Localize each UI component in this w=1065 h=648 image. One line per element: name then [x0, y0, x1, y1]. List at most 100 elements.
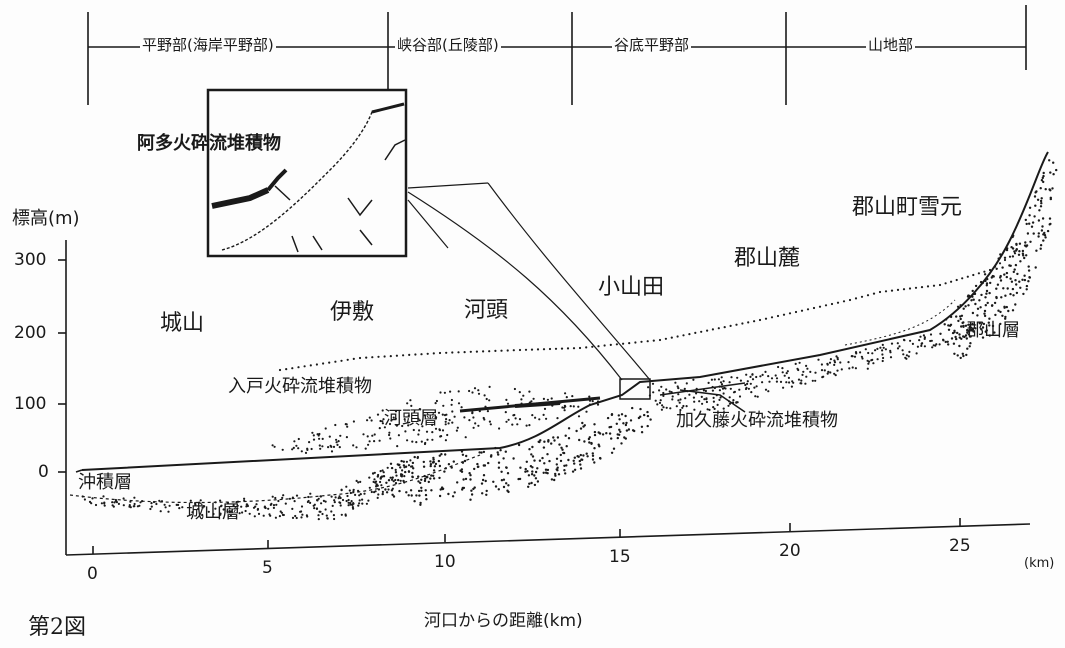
- stipple-dot: [969, 342, 972, 345]
- stipple-dot: [485, 493, 488, 496]
- profile-dot: [482, 350, 485, 353]
- stipple-dot: [440, 453, 443, 456]
- stipple-dot: [578, 459, 581, 463]
- stipple-dot: [1031, 221, 1035, 224]
- stipple-dot: [94, 503, 98, 507]
- stipple-dot: [483, 394, 486, 397]
- stipple-dot: [991, 324, 995, 328]
- stipple-dot: [383, 426, 386, 429]
- stipple-dot: [425, 430, 429, 433]
- stipple-dot: [881, 349, 884, 352]
- stipple-dot: [1052, 161, 1055, 164]
- profile-dot: [998, 262, 1002, 265]
- profile-dot: [961, 277, 964, 280]
- profile-dot: [972, 273, 975, 277]
- stipple-dot: [468, 419, 471, 422]
- stipple-dot: [530, 453, 533, 456]
- stipple-dot: [782, 386, 785, 389]
- layer-alluvium: 沖積層: [78, 472, 132, 493]
- stipple-dot: [149, 507, 152, 511]
- stipple-dot: [902, 338, 906, 341]
- stipple-dot: [132, 505, 135, 508]
- stipple-dot: [692, 396, 696, 399]
- stipple-dot: [273, 445, 276, 448]
- stipple-dot: [236, 507, 239, 510]
- stipple-dot: [450, 403, 453, 406]
- stipple-dot: [463, 416, 466, 419]
- stipple-dot: [293, 440, 296, 443]
- stipple-dot: [710, 378, 714, 381]
- stipple-dot: [759, 375, 762, 378]
- stipple-dot: [881, 353, 884, 356]
- stipple-dot: [999, 322, 1002, 326]
- stipple-dot: [1023, 278, 1027, 282]
- stipple-dot: [453, 491, 456, 494]
- stipple-dot: [820, 363, 824, 366]
- stipple-dot: [916, 345, 920, 348]
- profile-dot: [438, 351, 442, 355]
- stipple-dot: [281, 513, 284, 517]
- stipple-dot: [681, 406, 684, 409]
- stipple-dot: [435, 399, 438, 403]
- stipple-dot: [1027, 269, 1031, 272]
- stipple-dot: [128, 504, 131, 507]
- stipple-dot: [207, 510, 210, 513]
- profile-dot: [955, 278, 958, 282]
- stipple-dot: [985, 292, 988, 295]
- stipple-dot: [1024, 218, 1028, 222]
- profile-dot: [866, 294, 870, 297]
- stipple-dot: [379, 470, 382, 473]
- stipple-dot: [999, 310, 1002, 314]
- stipple-dot: [525, 424, 528, 427]
- stipple-dot: [1003, 305, 1006, 308]
- stipple-dot: [598, 456, 602, 460]
- stipple-dot: [297, 437, 300, 441]
- stipple-dot: [573, 462, 576, 465]
- stipple-dot: [438, 464, 442, 468]
- profile-dot: [530, 348, 534, 351]
- stipple-dot: [230, 510, 233, 513]
- ito-pyroclastic-stipple: [271, 385, 600, 454]
- stipple-dot: [300, 516, 303, 519]
- stipple-dot: [1010, 280, 1014, 283]
- stipple-dot: [430, 474, 433, 477]
- stipple-dot: [243, 497, 246, 500]
- stipple-dot: [661, 404, 664, 407]
- stipple-dot: [541, 456, 544, 460]
- stipple-dot: [507, 418, 510, 421]
- stipple-dot: [649, 418, 652, 421]
- stipple-dot: [693, 408, 696, 411]
- stipple-dot: [953, 352, 956, 355]
- stipple-dot: [896, 347, 900, 350]
- profile-dot: [572, 347, 576, 350]
- stipple-dot: [587, 437, 591, 441]
- stipple-dot: [1042, 180, 1045, 184]
- stipple-dot: [866, 359, 869, 362]
- stipple-dot: [1004, 315, 1007, 319]
- stipple-dot: [920, 344, 923, 347]
- y-tick-label: 300: [14, 250, 47, 270]
- stipple-dot: [494, 485, 498, 488]
- stipple-dot: [335, 441, 338, 444]
- stipple-dot: [407, 494, 410, 497]
- stipple-dot: [338, 501, 341, 504]
- stipple-dot: [429, 463, 433, 466]
- stipple-dot: [406, 421, 409, 424]
- stipple-dot: [753, 386, 756, 389]
- stipple-dot: [139, 501, 142, 504]
- profile-dot: [506, 349, 509, 352]
- stipple-dot: [432, 460, 435, 464]
- stipple-dot: [722, 392, 725, 395]
- stipple-dot: [911, 342, 915, 345]
- stipple-dot: [241, 511, 244, 514]
- layer-shiroyama: 城山層: [186, 502, 240, 523]
- stipple-dot: [384, 488, 387, 491]
- stipple-dot: [306, 500, 309, 504]
- stipple-dot: [391, 476, 394, 479]
- stipple-dot: [437, 411, 441, 414]
- stipple-dot: [550, 478, 554, 481]
- stipple-dot: [517, 443, 521, 447]
- stipple-dot: [111, 504, 114, 507]
- stipple-dot: [469, 474, 472, 477]
- profile-dot: [938, 283, 942, 287]
